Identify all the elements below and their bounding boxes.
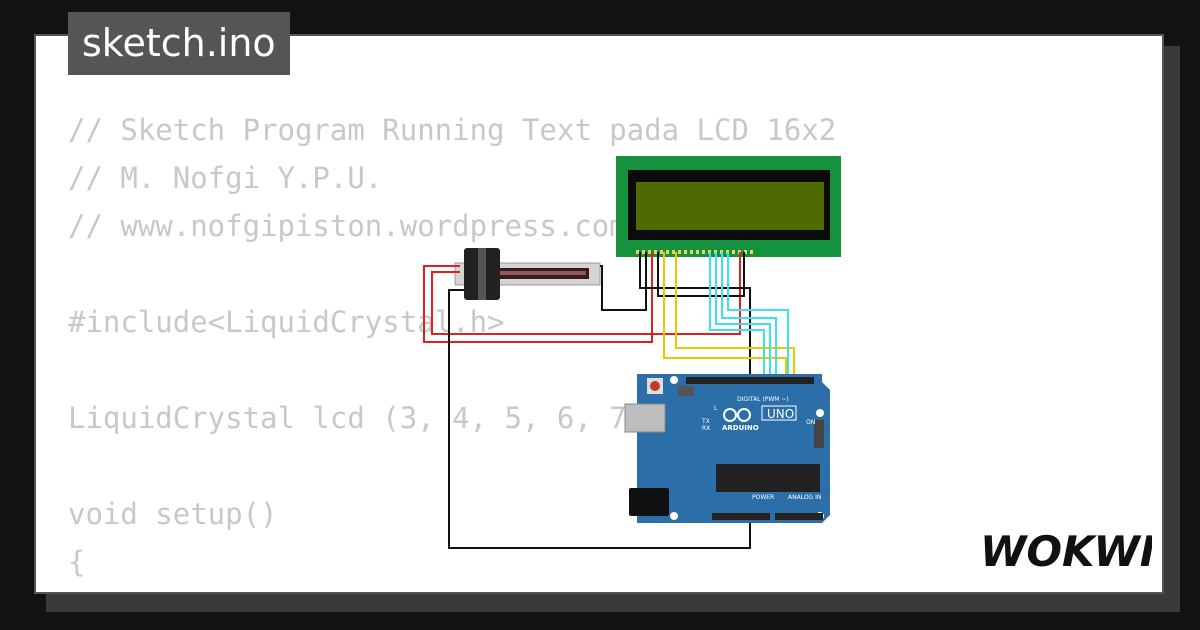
arduino-uno-board[interactable]: DIGITAL (PWM ~) L TX RX ARDUINO UNO ON P…	[624, 374, 830, 523]
code-line: // www.nofgipiston.wordpress.com	[68, 209, 627, 243]
black-wires	[448, 252, 751, 549]
cyan-wires	[709, 252, 789, 380]
l-label: L	[714, 405, 718, 412]
analog-label: ANALOG IN	[788, 494, 821, 501]
tx-label: TX	[701, 418, 710, 425]
code-line: void setup()	[68, 497, 278, 531]
usb-connector	[624, 403, 666, 433]
digital-label: DIGITAL (PWM ~)	[737, 396, 789, 403]
code-line: // Sketch Program Running Text pada LCD …	[68, 113, 837, 147]
wokwi-logo-text: WOKWI	[980, 527, 1152, 576]
yellow-wires	[663, 252, 795, 380]
slide-potentiometer[interactable]	[454, 248, 601, 300]
arduino-infinity-icon	[723, 408, 751, 422]
red-wires	[423, 252, 741, 343]
lcd-display[interactable]	[616, 156, 841, 257]
uno-label: UNO	[767, 407, 794, 421]
digital-header	[686, 377, 814, 384]
filename-tab[interactable]: sketch.ino	[68, 12, 290, 75]
power-jack	[629, 488, 669, 516]
project-card: // Sketch Program Running Text pada LCD …	[34, 34, 1164, 594]
analog-header	[775, 513, 823, 520]
power-label: POWER	[752, 494, 774, 501]
atmega-chip	[716, 464, 820, 492]
power-header	[712, 513, 770, 520]
code-line: // M. Nofgi Y.P.U.	[68, 161, 383, 195]
arduino-brand: ARDUINO	[722, 424, 759, 432]
rx-label: RX	[702, 425, 710, 432]
code-line: {	[68, 545, 86, 579]
reset-button[interactable]	[650, 381, 660, 391]
on-label: ON	[806, 419, 815, 426]
wokwi-logo[interactable]: WOKWI	[976, 526, 1152, 576]
